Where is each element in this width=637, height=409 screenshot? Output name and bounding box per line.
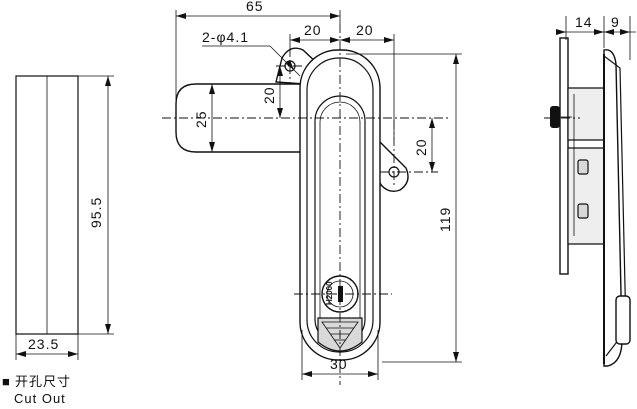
- body-height-label: 119: [437, 207, 453, 232]
- body-width-label: 30: [330, 356, 348, 372]
- side-screw-top: [550, 106, 572, 128]
- tongue-height-label: 25: [193, 110, 209, 128]
- side-screw-bottom: [577, 203, 589, 219]
- cutout-width-label: 23.5: [28, 336, 59, 352]
- offset-top-right-label: 20: [356, 22, 374, 38]
- legend-marker: ■: [2, 374, 11, 389]
- right-hole-offset-label: 20: [413, 138, 429, 156]
- side-bracket: [567, 87, 605, 141]
- side-depth-1-label: 14: [575, 14, 593, 30]
- side-screw-middle: [577, 159, 589, 175]
- mounting-ear-bottom: [377, 138, 409, 193]
- front-view: H2000: [162, 24, 450, 385]
- side-plate: [559, 37, 569, 275]
- side-depth-2-label: 9: [611, 14, 620, 30]
- offset-top-left-label: 20: [304, 22, 322, 38]
- hole-vertical-offset-label: 20: [261, 86, 277, 104]
- overall-width-label: 65: [246, 0, 264, 14]
- side-handle-face: [603, 55, 627, 357]
- cutout-legend: ■ 开孔尺寸 Cut Out: [2, 374, 71, 406]
- front-dimensions: 65 20 20 2-φ4.1 20 25 20: [175, 0, 462, 380]
- cutout-height-label: 95.5: [88, 197, 104, 228]
- hole-spec-label: 2-φ4.1: [202, 29, 249, 45]
- legend-title-en: Cut Out: [14, 391, 66, 406]
- lock-label: H2000: [325, 281, 334, 305]
- legend-title-cn: 开孔尺寸: [15, 374, 71, 389]
- cutout-view: 95.5 23.5: [15, 75, 114, 360]
- side-view: 14 9: [544, 14, 636, 367]
